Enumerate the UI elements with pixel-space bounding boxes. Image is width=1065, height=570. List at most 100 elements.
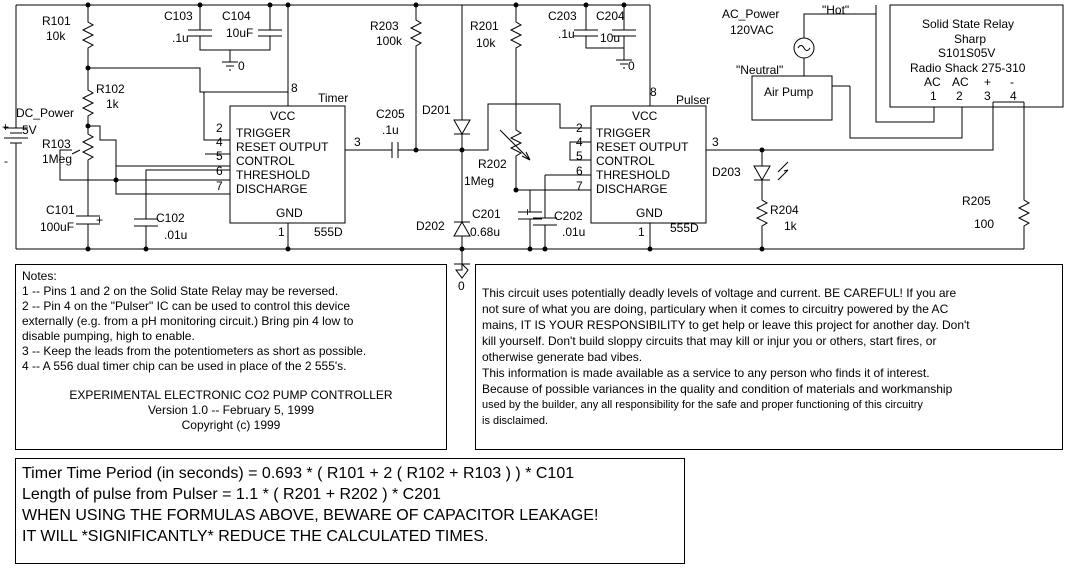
pulser-control: CONTROL [596,154,655,168]
relay-pin-label-3: + [984,75,991,89]
c201-label: C201 [472,207,501,221]
r103-value: 1Meg [42,152,72,166]
warning-line: kill yourself. Don't build sloppy circui… [482,334,937,348]
r201-label: R201 [470,19,499,33]
timer-pin-2: 2 [216,121,223,135]
air-pump-label: Air Pump [764,85,814,99]
c205-value: .1u [382,123,399,137]
gnd-label-c104: 0 [238,59,245,73]
pulser-gnd: GND [636,206,663,220]
timer-pin-5: 5 [216,149,223,163]
r202-label: R202 [478,157,507,171]
pulser-pin-3: 3 [712,135,719,149]
c202-value: .01u [562,225,585,239]
r202-value: 1Meg [464,174,494,188]
credits-block: EXPERIMENTAL ELECTRONIC CO2 PUMP CONTROL… [22,388,440,433]
r103-label: R103 [42,137,71,151]
pulser-title: Pulser [676,93,710,107]
formula-panel: Timer Time Period (in seconds) = 0.693 *… [15,458,685,564]
ac-neutral-label: "Neutral" [736,63,783,77]
note-line: 1 -- Pins 1 and 2 on the Solid State Rel… [22,284,339,298]
r102-value: 1k [106,97,120,111]
ac-power-value: 120VAC [730,23,774,37]
pulser-pin-6: 6 [576,164,583,178]
c101-plus: + [96,213,103,227]
c104-label: C104 [222,9,251,23]
relay-box [889,4,1064,108]
relay-line-4: Radio Shack 275-310 [910,61,1026,75]
timer-discharge: DISCHARGE [236,182,307,196]
d202-label: D202 [416,219,445,233]
relay-pin-number-1: 1 [930,89,937,103]
relay-pin-label-2: AC [952,75,969,89]
d203-label: D203 [712,165,741,179]
pulser-pin-2: 2 [576,121,583,135]
note-line: disable pumping, high to enable. [22,329,195,343]
c101-label: C101 [46,203,75,217]
timer-threshold: THRESHOLD [236,168,310,182]
note-line: 2 -- Pin 4 on the "Pulser" IC can be use… [22,299,351,313]
r204-label: R204 [770,203,799,217]
pulser-trigger: TRIGGER [596,126,651,140]
timer-pin-7: 7 [216,179,223,193]
notes-heading: Notes: [22,269,57,283]
pulser-pin-4: 4 [576,135,583,149]
r202-potentiometer [509,104,523,190]
c201-value: 0.68u [470,225,500,239]
formula-warning-2: IT WILL *SIGNIFICANTLY* REDUCE THE CALCU… [22,528,489,545]
r201-resistor [509,5,523,104]
pulser-part: 555D [670,221,699,235]
timer-reset-output: RESET OUTPUT [236,140,329,154]
timer-trigger: TRIGGER [236,126,291,140]
battery-value: 5V [22,123,37,137]
c104-value: 10uF [226,26,253,40]
battery-symbol [4,5,28,249]
gnd-label-d202: 0 [458,279,465,293]
relay-pin-label-1: AC [924,75,941,89]
r205-label: R205 [962,194,991,208]
c204-label: C204 [596,9,625,23]
relay-line-2: Sharp [954,32,986,46]
timer-vcc: VCC [270,109,296,123]
c203-label: C203 [548,9,577,23]
warning-line: This information is made available as a … [482,366,930,380]
r101-label: R101 [42,14,71,28]
pulser-ic-box [590,105,707,224]
c101-capacitor [76,215,100,249]
r101-resistor [81,5,95,68]
c205-label: C205 [376,107,405,121]
note-line: 3 -- Keep the leads from the potentiomet… [22,344,367,358]
r205-value: 100 [974,217,994,231]
battery-name: DC_Power [16,106,74,120]
warning-line: otherwise generate bad vibes. [482,350,643,364]
c203-value: .1u [558,27,575,41]
timer-title: Timer [318,91,348,105]
r203-value: 100k [376,34,403,48]
r204-value: 1k [784,219,798,233]
pulser-pin-8: 8 [650,85,657,99]
pulser-pin-5: 5 [576,149,583,163]
timer-pin-6: 6 [216,164,223,178]
r102-label: R102 [96,82,125,96]
timer-pin-1: 1 [278,225,285,239]
c102-label: C102 [156,211,185,225]
ac-hot-label: "Hot" [822,3,849,17]
timer-pin-4: 4 [216,135,223,149]
credits-version: Version 1.0 -- February 5, 1999 [147,403,315,417]
c202-label: C202 [554,209,583,223]
note-line: externally (e.g. from a pH monitoring ci… [22,314,354,328]
relay-pin-number-3: 3 [984,89,991,103]
notes-panel: Notes: 1 -- Pins 1 and 2 on the Solid St… [15,264,447,450]
pulser-pin-7: 7 [576,179,583,193]
d201-diode [453,119,471,136]
pulser-discharge: DISCHARGE [596,182,667,196]
c204-value: 10u [600,31,620,45]
c103-value: .1u [172,31,189,45]
pulser-pin-1: 1 [638,225,645,239]
timer-pin-8: 8 [291,81,298,95]
relay-pin-label-4: - [1010,75,1014,89]
pulser-reset-output: RESET OUTPUT [596,140,689,154]
c201-plus: + [524,205,531,219]
pulser-vcc: VCC [632,109,658,123]
relay-pin-number-2: 2 [956,89,963,103]
